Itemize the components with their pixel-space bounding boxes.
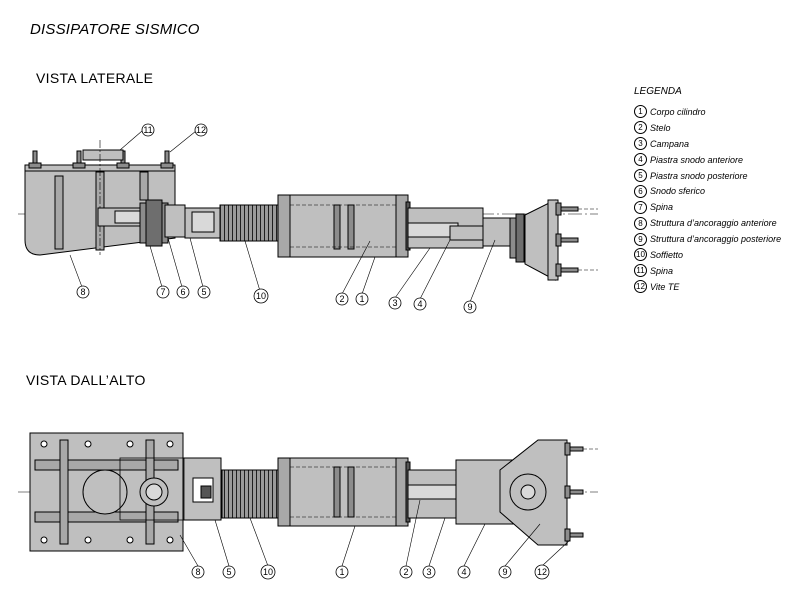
callout-2-top: 2: [399, 565, 413, 579]
legend-item-number: 2: [634, 121, 647, 135]
legend-item-label: Campana: [650, 138, 690, 149]
callout-8: 8: [76, 285, 90, 299]
legend-item-number: 6: [634, 184, 647, 198]
legend-item-label: Piastra snodo anteriore: [650, 154, 744, 165]
svg-text:12: 12: [196, 125, 206, 135]
legend-item-number: 1: [634, 105, 647, 119]
legend-item-label: Spina: [650, 202, 674, 213]
legend-item-number: 9: [634, 232, 647, 246]
top-view-title: VISTA DALL’ALTO: [26, 372, 146, 388]
svg-text:10: 10: [256, 291, 266, 301]
top-callouts: 8 5 10 1 2 3 4 9 12: [191, 564, 550, 580]
callout-9-top: 9: [498, 565, 512, 579]
legend-item-label: Struttura d’ancoraggio posteriore: [650, 234, 782, 245]
svg-text:3: 3: [392, 298, 397, 308]
legend-item-number: 3: [634, 137, 647, 151]
legend-item-label: Struttura d’ancoraggio anteriore: [650, 218, 777, 229]
callout-12-top: 12: [534, 564, 550, 580]
legend-item-label: Stelo: [650, 122, 671, 133]
legend-item-number: 8: [634, 216, 647, 230]
legend-item-number: 10: [634, 248, 647, 262]
callout-1: 1: [355, 292, 369, 306]
svg-text:9: 9: [502, 567, 507, 577]
legend-title: LEGENDA: [634, 86, 682, 97]
svg-text:12: 12: [537, 567, 547, 577]
callout-10-top: 10: [260, 564, 276, 580]
diagram-title: DISSIPATORE SISMICO: [30, 21, 200, 38]
callout-2: 2: [335, 292, 349, 306]
callout-3-top: 3: [422, 565, 436, 579]
legend-item-label: Spina: [650, 265, 674, 276]
svg-text:8: 8: [80, 287, 85, 297]
anchor-holes: [40, 440, 174, 544]
top-callout-leaders: [179, 499, 571, 567]
callout-12: 12: [194, 123, 208, 137]
callout-4-top: 4: [457, 565, 471, 579]
svg-text:2: 2: [403, 567, 408, 577]
legend-item-number: 5: [634, 169, 647, 182]
svg-text:5: 5: [226, 567, 231, 577]
legend-item-label: Vite TE: [650, 281, 680, 292]
rear-bolts: [564, 442, 584, 542]
svg-text:4: 4: [417, 299, 422, 309]
legend-item-label: Piastra snodo posteriore: [650, 170, 748, 181]
legend-item-label: Corpo cilindro: [650, 106, 706, 117]
svg-text:8: 8: [195, 567, 200, 577]
side-view-drawing: [18, 140, 598, 281]
callout-10: 10: [253, 288, 269, 304]
legend-item-label: Soffietto: [650, 249, 684, 260]
svg-text:7: 7: [160, 287, 165, 297]
callout-9: 9: [463, 300, 477, 314]
legend-item-number: 4: [634, 153, 647, 167]
callout-6: 6: [176, 285, 190, 299]
top-view-drawing: [18, 432, 598, 552]
callout-5: 5: [197, 285, 211, 299]
callout-8-top: 8: [191, 565, 205, 579]
side-view-title: VISTA LATERALE: [36, 70, 154, 86]
svg-text:10: 10: [263, 567, 273, 577]
legend-item-number: 12: [634, 280, 647, 294]
callout-7: 7: [156, 285, 170, 299]
callout-4: 4: [413, 297, 427, 311]
legend-item-number: 7: [634, 200, 647, 214]
svg-text:5: 5: [201, 287, 206, 297]
callout-11: 11: [141, 123, 155, 137]
svg-text:2: 2: [339, 294, 344, 304]
svg-text:1: 1: [339, 567, 344, 577]
callout-5-top: 5: [222, 565, 236, 579]
svg-text:6: 6: [180, 287, 185, 297]
svg-text:1: 1: [359, 294, 364, 304]
callout-3: 3: [388, 296, 402, 310]
callout-1-top: 1: [335, 565, 349, 579]
svg-text:11: 11: [143, 125, 152, 135]
side-callouts: 11 12 8 7 6 5 10 2 1 3 4 9: [76, 123, 477, 314]
legend-item-number: 11: [634, 264, 647, 278]
side-callout-leaders: [69, 130, 496, 303]
anchor-bolts-rear: [555, 202, 579, 277]
legend-item-label: Snodo sferico: [650, 186, 706, 197]
svg-text:9: 9: [467, 302, 472, 312]
svg-text:4: 4: [461, 567, 466, 577]
svg-text:3: 3: [426, 567, 431, 577]
